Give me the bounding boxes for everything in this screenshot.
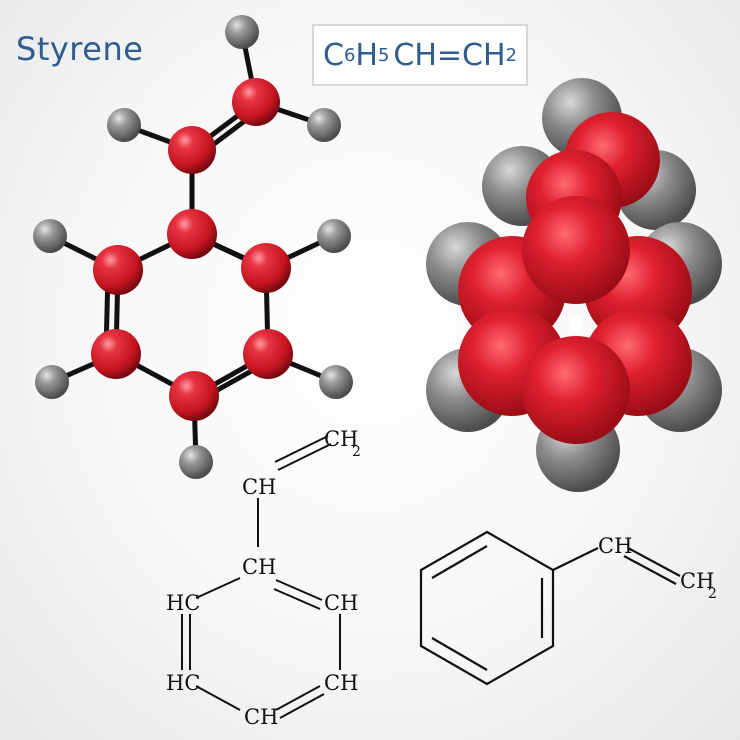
label-hc-upper-left: HC — [166, 591, 200, 615]
carbon-atom — [243, 329, 293, 379]
hydrogen-atom — [307, 108, 341, 142]
label-skeletal-ch2: CH — [680, 569, 714, 593]
formula-sub-2: 2 — [505, 44, 518, 66]
label-ch-vinyl: CH — [242, 475, 276, 499]
carbon-atoms — [91, 78, 293, 421]
carbon-atom — [232, 78, 280, 126]
formula-rest: CH=CH — [393, 37, 506, 73]
label-ch-bottom: CH — [244, 705, 278, 729]
hydrogen-atom — [107, 108, 141, 142]
hydrogen-atoms — [33, 15, 353, 479]
label-ch-ring-top: CH — [242, 555, 276, 579]
hydrogen-atom — [33, 219, 67, 253]
carbon-sphere — [522, 196, 630, 304]
ring-center-gap — [569, 317, 583, 331]
hydrogen-atom — [179, 445, 213, 479]
carbon-sphere — [522, 336, 630, 444]
hydrogen-atom — [317, 219, 351, 253]
ball-and-stick-model — [33, 15, 353, 479]
label-ch2: CH — [324, 427, 358, 451]
hydrogen-atom — [35, 365, 69, 399]
label-hc-lower-left: HC — [166, 671, 200, 695]
label-skeletal-ch: CH — [598, 534, 632, 558]
carbon-atom — [241, 243, 291, 293]
carbon-atom — [169, 371, 219, 421]
page-title: Styrene — [16, 30, 144, 68]
formula-sub-6: 6 — [343, 44, 356, 66]
formula-sub-5: 5 — [377, 44, 390, 66]
formula-c: C — [322, 37, 344, 73]
skeletal-formula: CH CH 2 — [419, 530, 717, 686]
carbon-atom — [93, 245, 143, 295]
formula-h: H — [355, 37, 378, 73]
label-ch-upper-right: CH — [324, 591, 358, 615]
space-filling-model — [426, 78, 722, 492]
hydrogen-atom — [225, 15, 259, 49]
carbon-atom — [167, 209, 217, 259]
structural-formula: CH CH 2 CH HC CH HC CH CH — [166, 427, 361, 729]
label-ch-lower-right: CH — [324, 671, 358, 695]
carbon-atom — [91, 329, 141, 379]
carbon-atom — [168, 126, 216, 174]
label-skeletal-ch2-subscript: 2 — [708, 586, 717, 602]
label-ch2-subscript: 2 — [352, 444, 361, 460]
hydrogen-atom — [319, 365, 353, 399]
